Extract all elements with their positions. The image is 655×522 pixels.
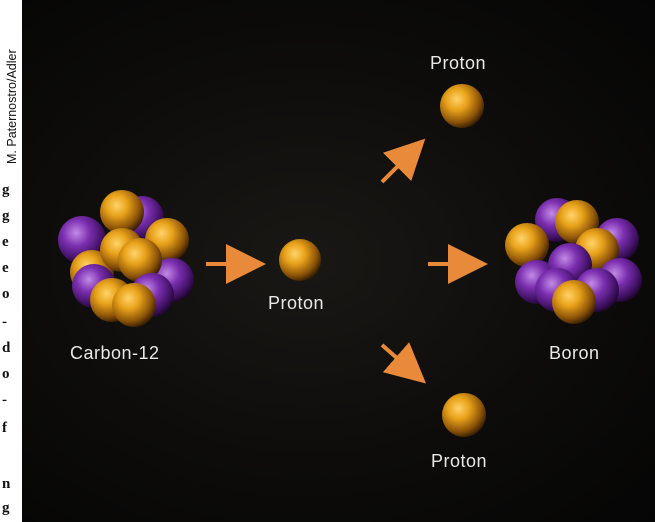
page-fragment: e [2,260,9,277]
page-fragment: o [2,366,10,383]
page-fragment: - [2,392,7,409]
bottom-proton [442,393,486,437]
incoming-proton [279,239,321,281]
arrow-down-right [382,345,414,373]
page-fragment: g [2,500,10,517]
nuclear-reaction-illustration: Carbon-12 Proton Proton Proton Boron [22,0,655,522]
label-top-proton: Proton [430,53,486,74]
reaction-scene [22,0,655,522]
page-fragment: - [2,314,7,331]
page-margin-strip: M. Paternostro/Adler g g e e o - d o - f… [0,0,22,522]
label-carbon-12: Carbon-12 [70,343,160,364]
page-fragment: n [2,476,10,493]
page-fragment: e [2,234,9,251]
boron-nucleus [505,198,642,324]
label-boron: Boron [549,343,600,364]
page-fragment: g [2,208,10,225]
page-fragment: d [2,340,10,357]
carbon-12-nucleus [58,190,194,327]
label-bottom-proton: Proton [431,451,487,472]
label-incoming-proton: Proton [268,293,324,314]
arrow-up-right [382,150,414,182]
page-fragment: g [2,182,10,199]
page-fragment: o [2,286,10,303]
top-proton [440,84,484,128]
page-fragment: f [2,420,7,437]
photo-credit: M. Paternostro/Adler [2,4,22,164]
